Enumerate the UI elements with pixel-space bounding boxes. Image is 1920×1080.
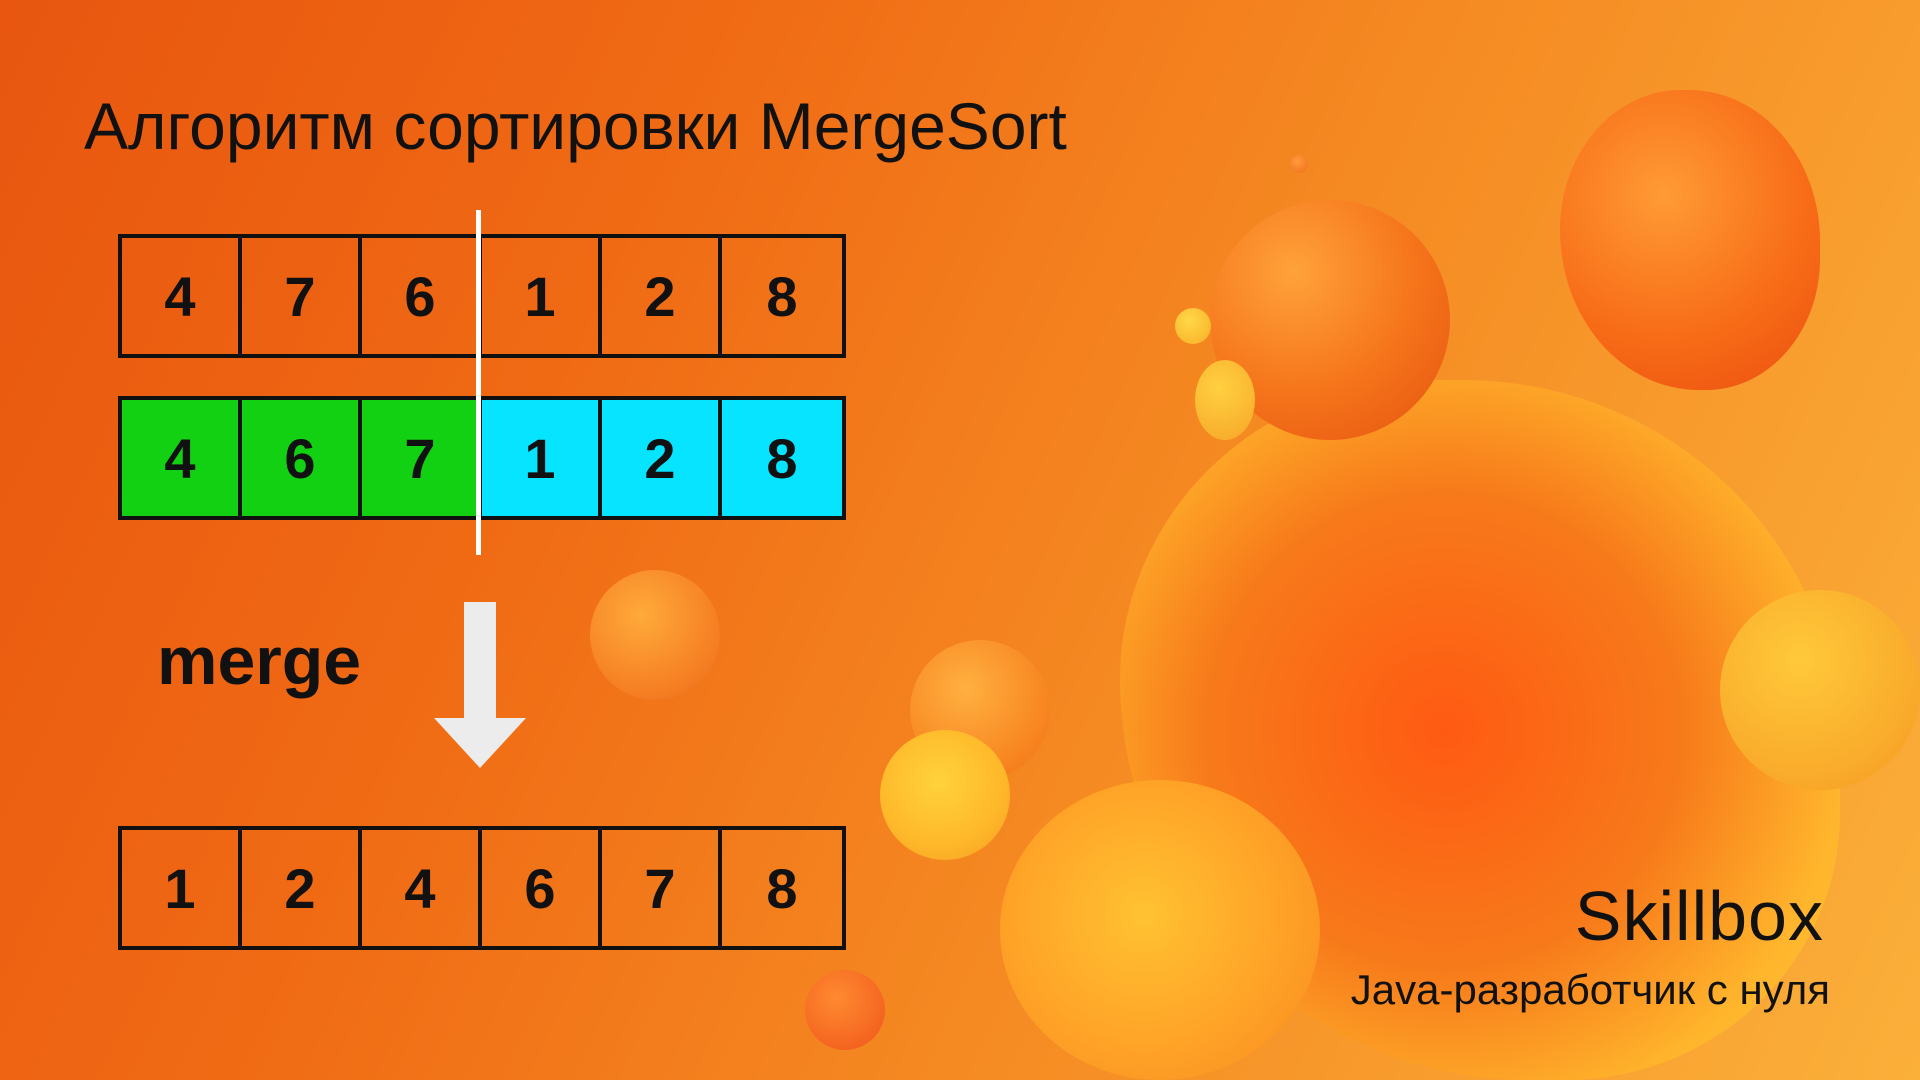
array-cell: 4	[362, 830, 482, 946]
right-half-cell: 1	[482, 400, 602, 516]
sorted-halves-array: 4 6 7 1 2 8	[118, 396, 846, 520]
array-cell: 6	[482, 830, 602, 946]
background-blob	[1175, 308, 1211, 344]
background-blob	[880, 730, 1010, 860]
array-cell: 6	[362, 238, 482, 354]
merged-array: 1 2 4 6 7 8	[118, 826, 846, 950]
array-cell: 1	[122, 830, 242, 946]
array-cell: 8	[766, 264, 798, 328]
background-blob	[1720, 590, 1920, 790]
original-array: 4 7 6 1 2 8	[118, 234, 846, 358]
background-blob	[1000, 780, 1320, 1080]
background-blob	[590, 570, 720, 700]
array-cell: 7	[602, 830, 722, 946]
down-arrow-icon	[434, 602, 526, 768]
skillbox-logo: Skillbox	[1574, 877, 1824, 955]
course-name: Java-разработчик с нуля	[1350, 966, 1830, 1013]
slide-title: Алгоритм сортировки MergeSort	[84, 89, 1067, 163]
array-cell: 2	[602, 238, 722, 354]
background-blob	[805, 970, 885, 1050]
background-blob	[1195, 360, 1255, 440]
array-cell: 7	[242, 238, 362, 354]
left-half-cell: 7	[362, 400, 482, 516]
right-half-cell: 8	[722, 400, 842, 516]
array-cell: 8	[766, 856, 798, 920]
left-half-cell: 4	[122, 400, 242, 516]
background-blob	[1560, 90, 1820, 390]
array-cell: 2	[242, 830, 362, 946]
array-cell: 1	[482, 238, 602, 354]
background-blob	[1290, 155, 1308, 173]
merge-label: merge	[157, 623, 362, 699]
array-cell: 4	[122, 238, 242, 354]
left-half-cell: 6	[242, 400, 362, 516]
right-half-cell: 2	[602, 400, 722, 516]
split-divider-line	[476, 210, 481, 555]
